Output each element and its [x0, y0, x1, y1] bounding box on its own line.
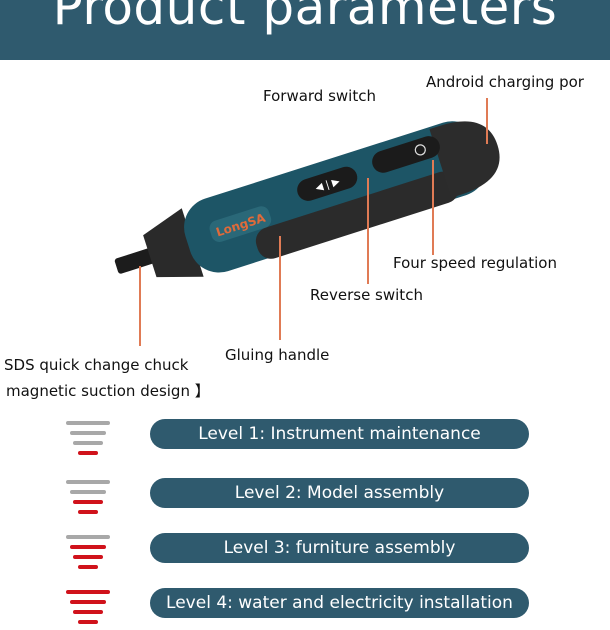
- level-bar: [78, 451, 98, 455]
- label-chuck-1: SDS quick change chuck: [4, 356, 189, 374]
- label-forward-switch: Forward switch: [263, 87, 376, 105]
- leader-speed: [432, 160, 434, 255]
- leader-handle: [279, 236, 281, 340]
- level-bar: [70, 490, 106, 494]
- level-1-label: Level 1: Instrument maintenance: [150, 419, 529, 449]
- page-title: Product parameters: [52, 0, 558, 36]
- label-gluing-handle: Gluing handle: [225, 346, 330, 364]
- level-4-label: Level 4: water and electricity installat…: [150, 588, 529, 618]
- level-bar: [70, 431, 106, 435]
- level-bar: [66, 535, 110, 539]
- level-1-icon: [66, 421, 110, 461]
- level-bar: [73, 500, 103, 504]
- level-bar: [66, 421, 110, 425]
- speed-button: [414, 144, 426, 156]
- level-bar: [66, 480, 110, 484]
- level-bar: [78, 565, 98, 569]
- level-4-icon: [66, 590, 110, 630]
- label-chuck-2: magnetic suction design 】: [6, 382, 210, 400]
- label-speed-regulation: Four speed regulation: [393, 254, 557, 272]
- chuck-bit: [114, 247, 157, 274]
- chuck-nose: [143, 208, 204, 278]
- grip: [255, 171, 459, 259]
- level-bar: [70, 545, 106, 549]
- label-charging-port: Android charging por: [426, 73, 584, 91]
- level-bar: [73, 610, 103, 614]
- level-2-icon: [66, 480, 110, 520]
- header-banner: Product parameters: [0, 0, 610, 60]
- level-bar: [78, 620, 98, 624]
- level-bar: [70, 600, 106, 604]
- direction-switch: [297, 166, 358, 201]
- level-bar: [73, 555, 103, 559]
- leader-reverse: [367, 178, 369, 284]
- level-3-icon: [66, 535, 110, 575]
- label-reverse-switch: Reverse switch: [310, 286, 423, 304]
- end-cap: [429, 121, 500, 198]
- level-3-label: Level 3: furniture assembly: [150, 533, 529, 563]
- level-bar: [73, 441, 103, 445]
- level-2-label: Level 2: Model assembly: [150, 478, 529, 508]
- level-bar: [78, 510, 98, 514]
- leader-charging: [486, 98, 488, 144]
- level-bar: [66, 590, 110, 594]
- logo-plate: [209, 206, 272, 242]
- leader-chuck: [139, 266, 141, 346]
- screwdriver-image: LongSA ◀ | ▶: [114, 121, 500, 278]
